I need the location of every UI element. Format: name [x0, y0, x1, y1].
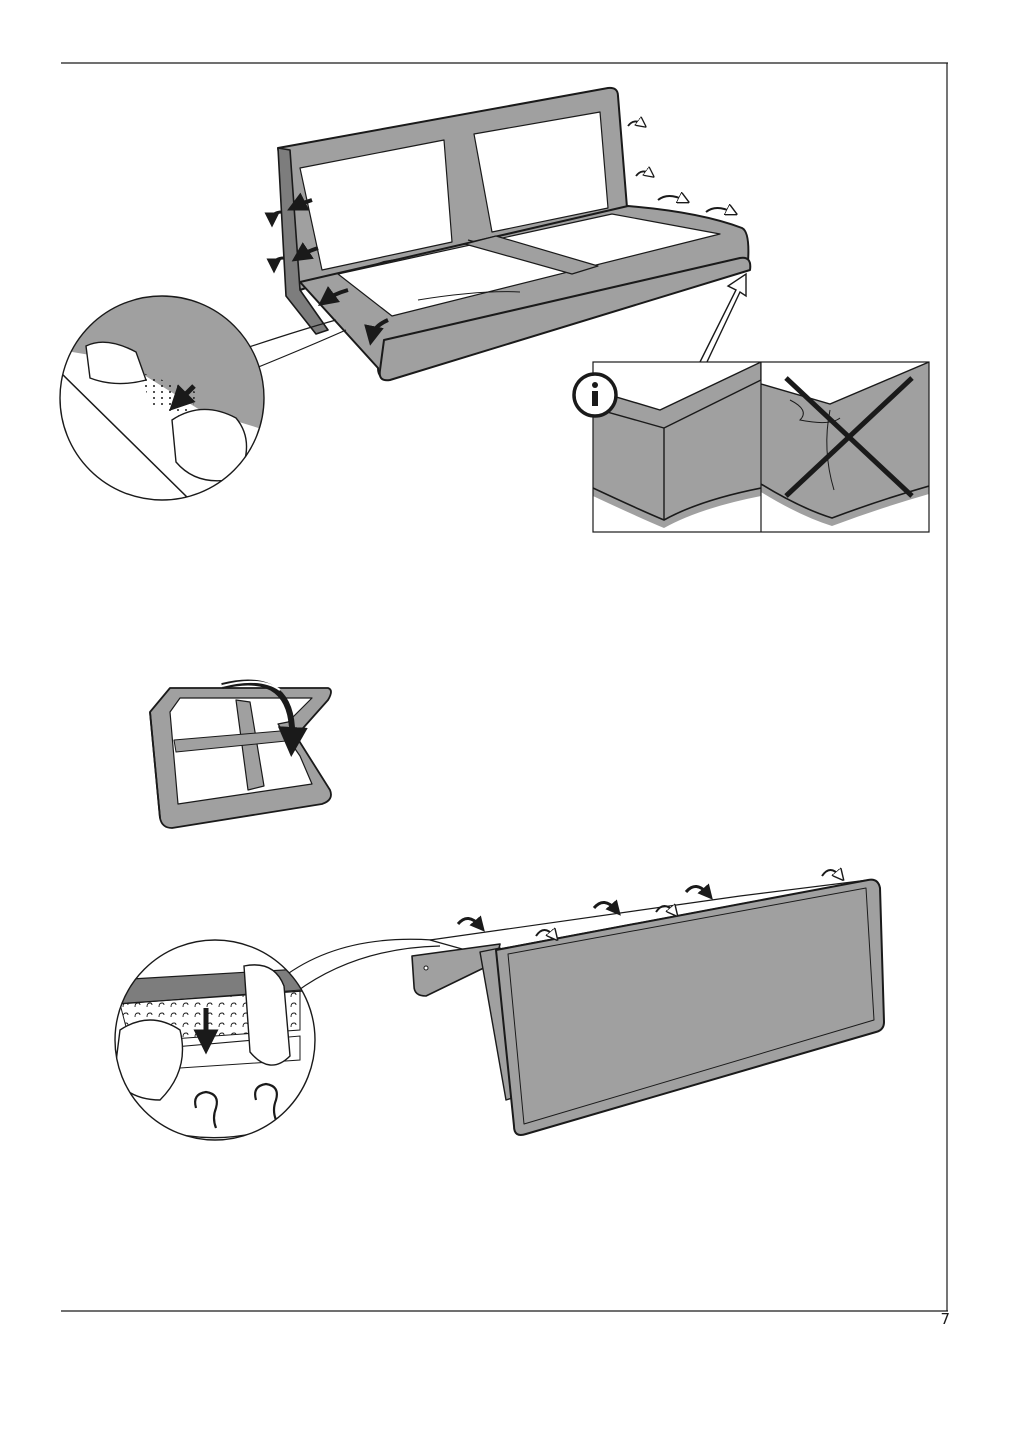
- detail-circle-velcro-hooks: [115, 940, 315, 1140]
- info-panel-incorrect-corner: [761, 362, 929, 532]
- info-icon: [572, 372, 618, 418]
- step-1-frame-with-cover: [264, 86, 752, 382]
- curved-arrow-icon: [456, 915, 485, 932]
- down-arrow-icon: [169, 384, 196, 411]
- step-2-flip-frame: [149, 679, 332, 829]
- pointer-arrow: [699, 272, 747, 365]
- fold-arrow-icon: [657, 196, 684, 200]
- detail-circle-tuck-fabric: [60, 296, 264, 500]
- detail-connector: [295, 945, 441, 993]
- info-panel-correct-corner: [593, 362, 761, 532]
- curved-arrow-icon: [592, 899, 621, 916]
- fold-arrow-icon: [627, 121, 642, 126]
- fold-arrow-icon: [705, 208, 732, 212]
- curved-arrow-icon: [535, 930, 554, 936]
- detail-connector: [239, 319, 337, 351]
- step-3-backrest-cover: [411, 870, 885, 1136]
- curved-arrow-icon: [821, 870, 840, 876]
- curved-arrow-icon: [684, 883, 713, 900]
- detail-connector: [255, 329, 347, 369]
- detail-connector: [281, 938, 433, 979]
- cross-mark-icon: [784, 376, 914, 498]
- curved-arrow-icon: [655, 906, 674, 912]
- fold-arrow-icon: [635, 171, 650, 176]
- page-number: 7: [940, 1310, 950, 1328]
- curved-arrow-icon: [266, 256, 285, 274]
- curved-arrow-icon: [264, 210, 283, 228]
